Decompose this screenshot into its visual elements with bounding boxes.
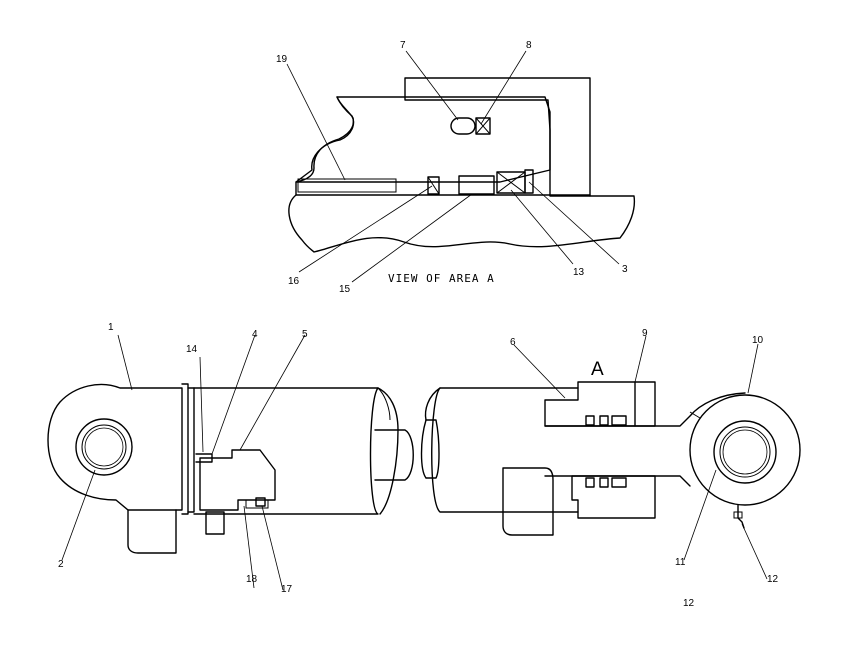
break-line-left	[295, 96, 355, 183]
cylinder-barrel	[193, 387, 379, 515]
callout-4: 4	[252, 329, 258, 340]
callout-16: 16	[288, 276, 300, 287]
callout-10: 10	[752, 335, 764, 346]
callout-19: 19	[276, 54, 288, 65]
callout-12-a: 12	[767, 574, 779, 585]
callout-17: 17	[281, 584, 293, 595]
grease-fitting	[737, 504, 745, 529]
callout-8: 8	[526, 40, 532, 51]
mounting-lug	[127, 509, 177, 554]
view-caption: VIEW OF AREA A	[388, 272, 495, 285]
backup-ring	[475, 117, 491, 135]
seal-16	[427, 176, 440, 195]
callout-5: 5	[302, 329, 308, 340]
callout-18: 18	[246, 574, 258, 585]
callout-1: 1	[108, 322, 114, 333]
rod-lower	[288, 194, 636, 253]
wear-band	[297, 178, 397, 193]
rod-pin-bore-outer	[713, 420, 777, 484]
detail-view-area-a: 7 8 19 16 15 13 3 VIEW OF AREA A	[276, 40, 636, 295]
callout-2: 2	[58, 559, 64, 570]
cylinder-assembly: 1 2 4 5 14 18 17 6 9 10 11 12 12 A	[47, 322, 801, 609]
callout-3: 3	[622, 264, 628, 275]
callout-6: 6	[510, 337, 516, 348]
piston-section	[199, 449, 276, 511]
callout-11: 11	[675, 557, 686, 568]
area-a-label: A	[591, 359, 604, 380]
callout-12-b: 12	[683, 598, 695, 609]
callout-9: 9	[642, 328, 648, 339]
o-ring	[450, 117, 476, 135]
rod-section	[295, 96, 551, 196]
callout-7: 7	[400, 40, 406, 51]
rod-pin-bore-inner	[719, 426, 771, 478]
callout-14: 14	[186, 344, 198, 355]
head-pin-bore-inner	[81, 424, 127, 470]
callout-13: 13	[573, 267, 585, 278]
gland-bottom	[571, 475, 656, 519]
head-pin-bore-outer	[75, 418, 133, 476]
seal-15	[458, 175, 495, 195]
piston-rod	[544, 392, 746, 487]
rod-barrel	[431, 387, 579, 513]
head-end-eye	[47, 383, 183, 511]
rod-end-eye-outer	[689, 394, 801, 506]
callout-15: 15	[339, 284, 351, 295]
seal-3	[524, 169, 534, 194]
